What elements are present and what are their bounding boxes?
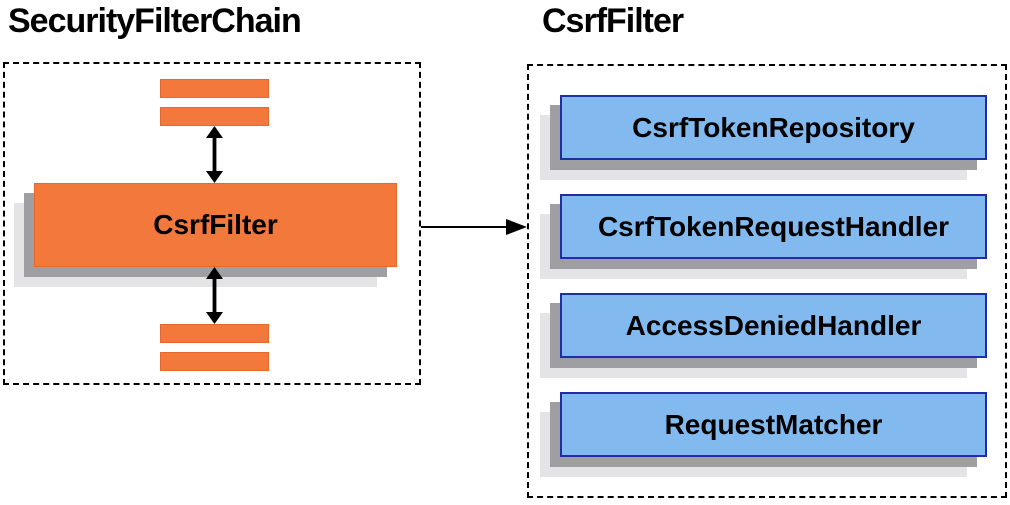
filter-placeholder-bar	[160, 79, 269, 98]
component-box-csrf-token-request-handler: CsrfTokenRequestHandler	[560, 194, 987, 259]
filter-placeholder-bar	[160, 107, 269, 126]
csrf-filter-title: CsrfFilter	[542, 2, 684, 40]
right-arrow-icon	[421, 219, 527, 235]
security-filter-chain-title: SecurityFilterChain	[8, 2, 302, 40]
component-label: CsrfTokenRequestHandler	[597, 210, 950, 242]
filter-placeholder-bar	[160, 352, 269, 371]
csrf-filter-detail-panel	[527, 64, 1007, 498]
up-down-arrow-icon	[206, 267, 223, 324]
filter-placeholder-bar	[160, 324, 269, 343]
component-label: CsrfTokenRepository	[632, 111, 915, 143]
component-label: RequestMatcher	[664, 408, 883, 440]
security-filter-chain-panel	[3, 62, 421, 385]
component-box-request-matcher: RequestMatcher	[560, 392, 987, 457]
component-box-access-denied-handler: AccessDeniedHandler	[560, 293, 987, 358]
csrf-filter-box: CsrfFilter	[34, 183, 397, 267]
up-down-arrow-icon	[206, 126, 223, 183]
csrf-filter-box-label: CsrfFilter	[153, 209, 278, 240]
component-label: AccessDeniedHandler	[625, 309, 922, 341]
component-box-csrf-token-repository: CsrfTokenRepository	[560, 95, 987, 160]
